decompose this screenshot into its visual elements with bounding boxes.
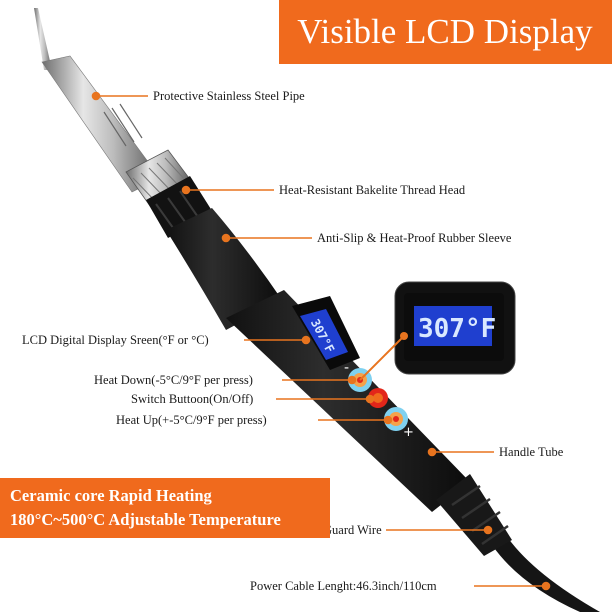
handle-lcd-screen <box>300 309 348 360</box>
feature-banner: Ceramic core Rapid Heating 180°C~500°C A… <box>0 478 330 538</box>
callout-heat-up: Heat Up(+-5°C/9°F per press) <box>116 413 267 427</box>
callout-power-cable: Power Cable Lenght:46.3inch/110cm <box>250 579 437 593</box>
tip-icon <box>34 8 52 70</box>
callout-handle-tube: Handle Tube <box>499 445 564 459</box>
page-title: Visible LCD Display <box>297 12 593 51</box>
header-banner <box>279 0 612 64</box>
power-cable <box>492 538 600 612</box>
callout-switch-button: Switch Buttoon(On/Off) <box>131 392 254 406</box>
minus-label: - <box>344 360 349 376</box>
feature-line-heating: Ceramic core Rapid Heating <box>10 486 212 505</box>
feature-line-temperature: 180°C~500°C Adjustable Temperature <box>10 510 281 529</box>
callout-rubber-sleeve: Anti-Slip & Heat-Proof Rubber Sleeve <box>317 231 512 245</box>
callout-guard-wire: Guard Wire <box>323 523 382 537</box>
callout-lcd-screen: LCD Digital Display Sreen(°F or °C) <box>22 333 209 347</box>
callout-thread-head: Heat-Resistant Bakelite Thread Head <box>279 183 466 197</box>
lcd-inset-reading: 307°F <box>418 314 496 344</box>
handle-body <box>226 290 470 512</box>
callout-heat-down: Heat Down(-5°C/9°F per press) <box>94 373 253 387</box>
rubber-sleeve <box>166 208 282 330</box>
callout-steel-pipe: Protective Stainless Steel Pipe <box>153 89 305 103</box>
plus-label: + <box>403 425 414 440</box>
